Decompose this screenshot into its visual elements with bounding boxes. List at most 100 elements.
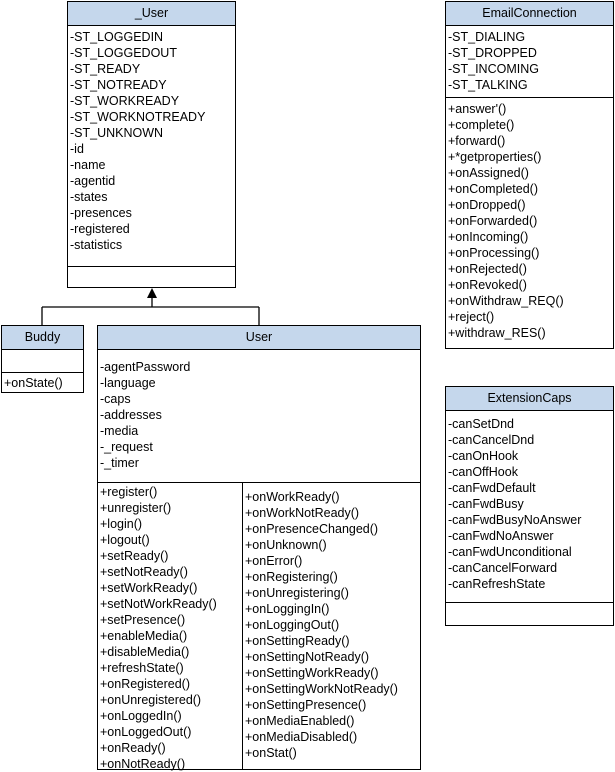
operation: +onMediaDisabled() [245, 730, 358, 744]
attribute: -canFwdNoAnswer [448, 529, 554, 543]
attribute: -canRefreshState [448, 577, 546, 591]
operation: +onDropped() [448, 198, 526, 212]
attributes-section: -agentPassword-language-caps-addresses-m… [98, 359, 420, 482]
class-title: _User [68, 2, 235, 26]
operation: +refreshState() [100, 661, 184, 675]
operation: +unregister() [100, 501, 172, 515]
attribute: -canSetDnd [448, 417, 515, 431]
operation: +onMediaEnabled() [245, 714, 355, 728]
class-base-user[interactable]: _User -ST_LOGGEDIN -ST_LOGGEDOUT -ST_READY… [67, 1, 236, 288]
operation: +onUnregistered() [100, 693, 202, 707]
attribute: -ST_NOTREADY [70, 78, 167, 92]
class-title: ExtensionCaps [446, 387, 613, 411]
operation: +onUnknown() [245, 538, 327, 552]
operation: +onError() [245, 554, 303, 568]
attribute: -canFwdDefault [448, 481, 536, 495]
operation: +setNotWorkReady() [100, 597, 217, 611]
attribute: -canFwdBusy [448, 497, 524, 511]
operation: +onRevoked() [448, 278, 527, 292]
operation: +onSettingReady() [245, 634, 350, 648]
attributes-section: -ST_DIALING -ST_DROPPED -ST_INCOMING -ST_TA… [446, 29, 613, 97]
attribute: -agentid [70, 174, 116, 188]
attribute: -ST_UNKNOWN [70, 126, 164, 140]
attribute: -media [100, 424, 139, 438]
class-extension-caps[interactable]: ExtensionCaps -canSetDnd -canCancelDnd -ca… [445, 386, 614, 626]
attribute: -name [70, 158, 106, 172]
operation: +logout() [100, 533, 150, 547]
operation: +onState() [4, 376, 63, 390]
class-title: User [98, 326, 420, 350]
attribute: -ST_LOGGEDIN [70, 30, 164, 44]
operation: +onCompleted() [448, 182, 538, 196]
operations-section [446, 602, 613, 625]
attribute: -states [70, 190, 108, 204]
operation: +onNotReady() [100, 757, 186, 771]
attribute: -id [70, 142, 84, 156]
operations-section: +answer'()+complete()+forward()+*getprop… [446, 97, 613, 348]
attribute: -ST_INCOMING [448, 62, 539, 76]
attribute: -addresses [100, 408, 162, 422]
operation: +onSettingNotReady() [245, 650, 370, 664]
operation: +onRegistered() [100, 677, 190, 691]
attribute: -statistics [70, 238, 123, 252]
operation: +onIncoming() [448, 230, 529, 244]
attribute: -canOffHook [448, 465, 518, 479]
operation: +onSettingWorkNotReady() [245, 682, 398, 696]
attribute: -ST_DIALING [448, 30, 526, 44]
operation: +setNotReady() [100, 565, 188, 579]
attribute: -ST_WORKREADY [70, 94, 180, 108]
attribute: -agentPassword [100, 360, 191, 374]
attribute: -_timer [100, 456, 139, 470]
attribute: -_request [100, 440, 153, 454]
operation: +onLoggingIn() [245, 602, 330, 616]
operation: +onLoggedIn() [100, 709, 182, 723]
class-title: Buddy [2, 326, 83, 350]
operations-section: +onState() [2, 372, 83, 392]
inheritance-arrowhead [147, 288, 157, 298]
operation: +onWithdraw_REQ() [448, 294, 564, 308]
operation: +onRejected() [448, 262, 527, 276]
operation: +onWorkReady() [245, 490, 340, 504]
operation: +onForwarded() [448, 214, 538, 228]
attribute: -ST_TALKING [448, 78, 528, 92]
operation: +onAssigned() [448, 166, 529, 180]
operation: +reject() [448, 310, 495, 324]
operation: +onUnregistering() [245, 586, 349, 600]
operation: +setPresence() [100, 613, 186, 627]
attribute: -canCancelForward [448, 561, 558, 575]
operations-section [68, 266, 235, 287]
operation: +onLoggedOut() [100, 725, 192, 739]
operation: +setWorkReady() [100, 581, 198, 595]
operations-section: +register() +unregister() +login() +logout(… [98, 482, 420, 771]
attributes-section [2, 349, 83, 373]
operation: +onLoggingOut() [245, 618, 340, 632]
attribute: -presences [70, 206, 132, 220]
operation: +forward() [448, 134, 506, 148]
attribute: -canCancelDnd [448, 433, 535, 447]
attribute: -canOnHook [448, 449, 519, 463]
operation: +onRegistering() [245, 570, 338, 584]
attribute: -registered [70, 222, 130, 236]
operation: +onReady() [100, 741, 166, 755]
attribute: -language [100, 376, 156, 390]
operation: +login() [100, 517, 143, 531]
attribute: -canFwdBusyNoAnswer [448, 513, 582, 527]
attribute: -ST_READY [70, 62, 141, 76]
operations-column-right: +onWorkReady()+onWorkNotReady()+onPresen… [242, 483, 420, 769]
class-buddy[interactable]: Buddy +onState() [1, 325, 84, 393]
operation: +disableMedia() [100, 645, 190, 659]
operation: +setReady() [100, 549, 169, 563]
class-email-connection[interactable]: EmailConnection -ST_DIALING-ST_DROPPED-S… [445, 1, 614, 349]
operation: +onPresenceChanged() [245, 522, 379, 536]
operation: +onProcessing() [448, 246, 540, 260]
class-user[interactable]: User -agentPassword-language-caps-addres… [97, 325, 421, 771]
operation: +onSettingWorkReady() [245, 666, 379, 680]
operation: +register() [100, 485, 158, 499]
attribute: -ST_WORKNOTREADY [70, 110, 206, 124]
operation: +*getproperties() [448, 150, 542, 164]
operation: +onSettingPresence() [245, 698, 367, 712]
attribute: -ST_LOGGEDOUT [70, 46, 177, 60]
operation: +answer'() [448, 102, 507, 116]
attribute: -ST_DROPPED [448, 46, 537, 60]
attributes-section: -ST_LOGGEDIN -ST_LOGGEDOUT -ST_READY -ST_NO… [68, 29, 235, 267]
